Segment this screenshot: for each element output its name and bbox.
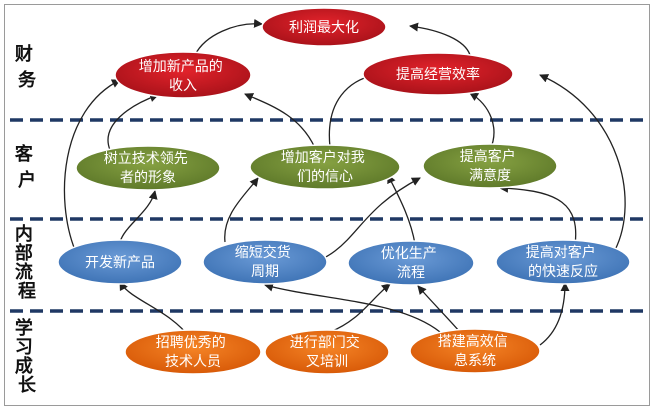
arrow-system-to-shorten — [264, 282, 441, 333]
layer-label-learning: 学 习 成 长 — [15, 317, 39, 396]
node-response-shape — [495, 239, 631, 285]
node-recruit: 招聘优秀的 技术人员 — [124, 329, 262, 375]
node-develop-label: 开发新产品 — [85, 255, 155, 271]
layer-dividers — [10, 118, 645, 313]
arrow-response-to-satisfaction — [499, 183, 577, 246]
node-system-shape — [409, 328, 541, 374]
node-training-label: 进行部门交 叉培训 — [290, 334, 364, 370]
node-develop-shape — [57, 239, 183, 285]
node-shorten: 缩短交货 周期 — [202, 239, 328, 285]
arrow-develop-to-newrevenue — [63, 79, 121, 251]
arrow-develop-to-techimage — [119, 190, 158, 243]
arrow-confidence-to-efficiency — [328, 72, 376, 148]
node-optimize-shape — [347, 240, 475, 286]
node-tech-image: 树立技术领先 者的形象 — [75, 145, 221, 191]
node-efficiency-label: 提高经营效率 — [396, 66, 480, 83]
node-satisfaction-label: 提高客户 满意度 — [460, 148, 520, 184]
node-shorten-shape — [202, 239, 328, 285]
arrow-optimize-to-confidence — [387, 174, 416, 245]
node-optimize: 优化生产 流程 — [347, 240, 475, 286]
arrow-techimage-to-newrevenue — [107, 93, 159, 151]
node-recruit-shape — [124, 329, 262, 375]
node-system-label: 搭建高效信 息系统 — [438, 333, 512, 369]
arrow-system-to-optimize — [417, 285, 461, 333]
node-confidence-shape — [249, 144, 401, 190]
arrow-newrevenue-to-profit — [194, 18, 263, 56]
node-profit-shape — [261, 7, 387, 47]
node-confidence: 增加客户对我 们的信心 — [249, 144, 401, 190]
layer-label-internal: 内 部 流 程 — [15, 223, 39, 302]
node-profit: 利润最大化 — [261, 7, 387, 47]
node-profit-label: 利润最大化 — [289, 20, 359, 36]
node-training: 进行部门交 叉培训 — [264, 329, 390, 375]
node-tech-image-label: 树立技术领先 者的形象 — [104, 151, 192, 186]
node-satisfaction: 提高客户 满意度 — [422, 143, 558, 189]
arrow-confidence-to-newrevenue — [244, 93, 316, 149]
node-efficiency-shape — [362, 52, 514, 96]
node-develop: 开发新产品 — [57, 239, 183, 285]
layer-label-finance: 财 务 — [15, 43, 39, 91]
layer-label-customer: 客 户 — [15, 143, 39, 191]
node-system: 搭建高效信 息系统 — [409, 328, 541, 374]
node-response: 提高对客户 的快速反应 — [495, 239, 631, 285]
node-shorten-label: 缩短交货 周期 — [235, 244, 295, 280]
arrow-system-to-response — [539, 282, 570, 346]
node-new-revenue-shape — [114, 51, 252, 99]
arrow-training-to-optimize — [329, 283, 391, 333]
arrow-shorten-to-confidence — [224, 177, 259, 243]
node-satisfaction-shape — [422, 143, 558, 189]
node-response-label: 提高对客户 的快速反应 — [526, 244, 600, 280]
node-new-revenue-label: 增加新产品的 收入 — [139, 59, 227, 94]
diagram-frame — [4, 4, 650, 406]
node-tech-image-shape — [75, 145, 221, 191]
node-optimize-label: 优化生产 流程 — [381, 246, 441, 281]
node-efficiency: 提高经营效率 — [362, 52, 514, 96]
node-confidence-label: 增加客户对我 们的信心 — [281, 149, 369, 185]
arrow-response-to-efficiency — [539, 74, 626, 251]
node-training-shape — [264, 329, 390, 375]
node-recruit-label: 招聘优秀的 技术人员 — [156, 335, 230, 370]
node-new-revenue: 增加新产品的 收入 — [114, 51, 252, 99]
layer-labels: 财 务 客 户 内 部 流 程 学 习 成 长 — [15, 43, 39, 396]
arrow-efficiency-to-profit — [409, 22, 471, 56]
